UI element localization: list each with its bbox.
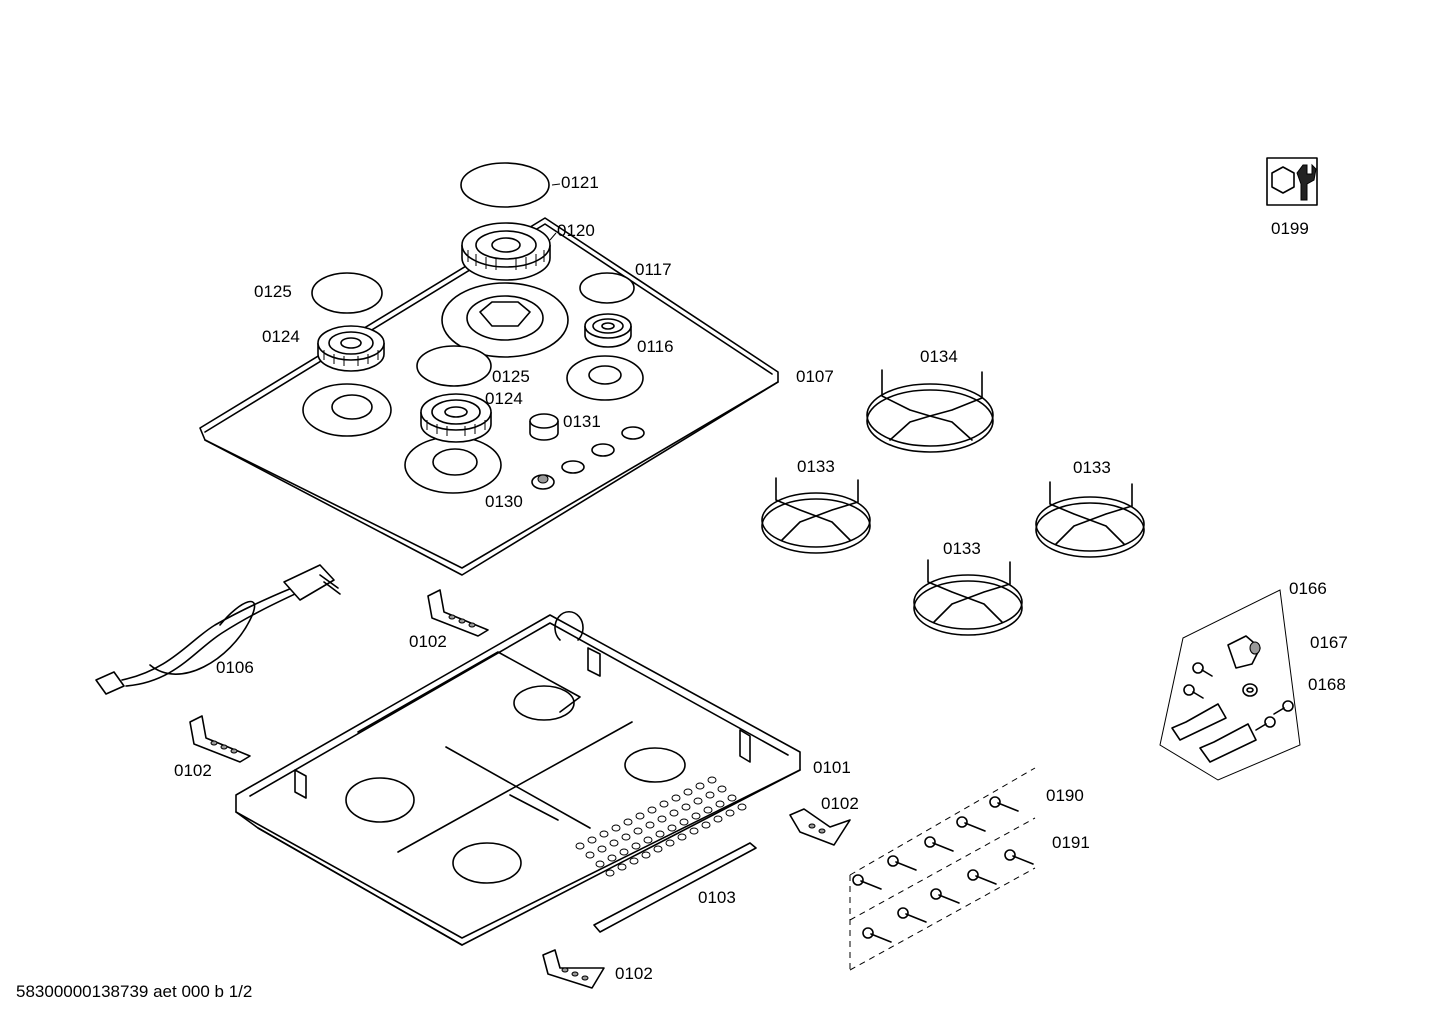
burner-base-large	[441, 282, 569, 358]
label-0103: 0103	[698, 888, 736, 907]
pan-support-large	[866, 369, 994, 453]
burner-base-front	[404, 436, 502, 494]
screws-group	[849, 767, 1036, 971]
label-0130: 0130	[485, 492, 523, 511]
pan-support-left	[761, 477, 871, 554]
label-0190: 0190	[1046, 786, 1084, 805]
label-0133-left: 0133	[797, 457, 835, 476]
screw	[1192, 662, 1213, 677]
label-0166: 0166	[1289, 579, 1327, 598]
label-0125-mid: 0125	[492, 367, 530, 386]
screw	[930, 888, 960, 904]
screw	[887, 855, 917, 871]
screw	[897, 907, 927, 923]
label-0133-front: 0133	[943, 539, 981, 558]
label-0124-left: 0124	[262, 327, 300, 346]
screw	[956, 816, 986, 832]
screw	[1273, 700, 1294, 715]
label-0102-top: 0102	[409, 632, 447, 651]
label-0102-left: 0102	[174, 761, 212, 780]
burner-base-right	[566, 355, 644, 401]
label-0131: 0131	[563, 412, 601, 431]
pan-support-front	[913, 559, 1023, 636]
burner-crown-front	[420, 393, 492, 443]
label-0168: 0168	[1308, 675, 1346, 694]
hob-top-plate	[199, 217, 779, 576]
burner-crown-large	[461, 222, 551, 281]
burner-cap-left	[311, 272, 383, 314]
label-0199: 0199	[1271, 219, 1309, 238]
bracket-top	[427, 589, 489, 637]
document-id: 58300000138739 aet 000 b 1/2	[16, 982, 252, 1001]
label-0134: 0134	[920, 347, 958, 366]
elbow-connector	[1227, 635, 1261, 669]
ventilation-grid	[575, 776, 747, 877]
label-0102-right: 0102	[821, 794, 859, 813]
ignition-spark	[531, 474, 555, 490]
label-0124-mid: 0124	[485, 389, 523, 408]
bracket-right	[789, 808, 851, 846]
gas-connection-kit	[1159, 589, 1301, 781]
leader-lines	[549, 183, 561, 241]
bottom-tray	[235, 610, 801, 946]
wrench-nut-icon	[1266, 157, 1318, 206]
label-0106: 0106	[216, 658, 254, 677]
knob-holes	[561, 426, 645, 474]
pan-support-right	[1035, 481, 1145, 558]
screw	[1004, 849, 1034, 865]
burner-crown-left	[317, 325, 385, 372]
burner-cap-small	[579, 272, 635, 304]
burner-cap-mid	[416, 345, 492, 387]
label-0117: 0117	[635, 260, 672, 279]
screw	[862, 927, 892, 943]
screw	[989, 796, 1019, 812]
sealing-strip	[593, 842, 757, 933]
label-0167: 0167	[1310, 633, 1348, 652]
label-0125-left: 0125	[254, 282, 292, 301]
screw	[924, 836, 954, 852]
screw	[1255, 716, 1276, 731]
label-0107: 0107	[796, 367, 834, 386]
label-0191: 0191	[1052, 833, 1090, 852]
control-knob	[529, 413, 559, 441]
bracket-left	[189, 715, 251, 763]
label-0116: 0116	[637, 337, 674, 356]
label-0133-right: 0133	[1073, 458, 1111, 477]
screw	[1183, 684, 1204, 699]
label-0120: 0120	[557, 221, 595, 240]
burner-cap-large	[460, 162, 550, 208]
screw	[852, 874, 882, 890]
power-cable	[95, 564, 341, 695]
label-0101: 0101	[813, 758, 851, 777]
bracket-bottom	[542, 949, 605, 989]
burner-base-left	[302, 383, 392, 437]
burner-crown-small	[584, 313, 632, 348]
label-0121: 0121	[561, 173, 599, 192]
screw	[967, 869, 997, 885]
sealing-washer	[1242, 683, 1258, 697]
label-0102-bottom: 0102	[615, 964, 653, 983]
